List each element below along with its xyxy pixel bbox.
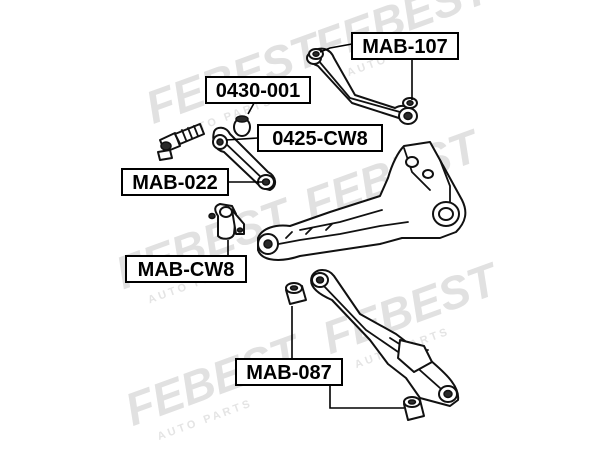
leader-mab-087-lower — [329, 384, 404, 409]
bushing-mab-cw8 — [208, 203, 245, 240]
label-mab-087-text: MAB-087 — [246, 362, 332, 384]
label-mab-cw8-text: MAB-CW8 — [138, 259, 235, 281]
label-0425-cw8-text: 0425-CW8 — [272, 128, 368, 150]
leader-mab-107-upper — [319, 43, 353, 53]
bushing-mab-087-lower — [403, 396, 425, 421]
bushing-mab-107-lower — [402, 97, 418, 109]
label-mab-cw8: MAB-CW8 — [125, 255, 247, 283]
trailing-arm-knuckle — [257, 141, 467, 261]
label-mab-022-text: MAB-022 — [132, 172, 218, 194]
bushing-mab-107-upper — [308, 48, 324, 60]
trailing-link — [212, 126, 276, 191]
label-0430-001-text: 0430-001 — [216, 80, 301, 102]
bushing-0430-001 — [233, 115, 251, 137]
bushing-mab-087-upper — [285, 282, 307, 305]
label-mab-022: MAB-022 — [121, 168, 229, 196]
label-mab-107-text: MAB-107 — [362, 36, 448, 58]
bolt — [157, 123, 205, 161]
label-0430-001: 0430-001 — [205, 76, 311, 104]
label-mab-087: MAB-087 — [235, 358, 343, 386]
label-0425-cw8: 0425-CW8 — [257, 124, 383, 152]
label-mab-107: MAB-107 — [351, 32, 459, 60]
lower-control-arm — [310, 269, 460, 407]
leader-0425-cw8 — [225, 137, 259, 141]
